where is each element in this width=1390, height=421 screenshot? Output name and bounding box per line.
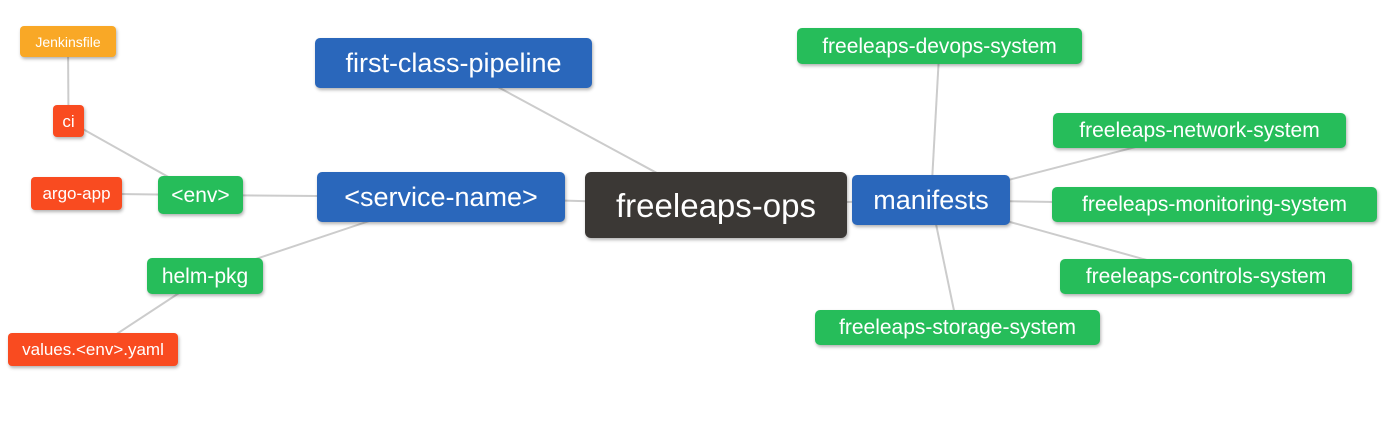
node-label: freeleaps-devops-system [822,34,1057,58]
node-label: freeleaps-monitoring-system [1082,193,1347,216]
node-service-name[interactable]: <service-name> [317,172,565,222]
node-helm-pkg[interactable]: helm-pkg [147,258,263,294]
node-label: freeleaps-ops [616,186,816,224]
node-argo-app[interactable]: argo-app [31,177,122,210]
node-freeleaps-controls-system[interactable]: freeleaps-controls-system [1060,259,1352,294]
node-label: manifests [873,184,989,215]
node-label: <service-name> [344,181,538,212]
node-label: freeleaps-storage-system [839,316,1076,339]
edge-manifests-freeleaps-devops-system [930,45,941,201]
node-freeleaps-network-system[interactable]: freeleaps-network-system [1053,113,1346,148]
node-label: helm-pkg [161,264,249,288]
node-first-class-pipeline[interactable]: first-class-pipeline [315,38,592,88]
node-values-env-yaml[interactable]: values.<env>.yaml [8,333,178,366]
node-freeleaps-ops[interactable]: freeleaps-ops [585,172,847,238]
node-freeleaps-devops-system[interactable]: freeleaps-devops-system [797,28,1082,64]
node-label: ci [62,111,75,131]
node-freeleaps-storage-system[interactable]: freeleaps-storage-system [815,310,1100,345]
node-label: first-class-pipeline [345,47,562,78]
node-jenkinsfile[interactable]: Jenkinsfile [20,26,116,57]
node-label: <env> [171,183,230,207]
node-label: Jenkinsfile [35,33,101,50]
node-manifests[interactable]: manifests [852,175,1010,225]
node-env[interactable]: <env> [158,176,243,214]
node-label: freeleaps-controls-system [1085,265,1327,288]
node-label: freeleaps-network-system [1079,119,1320,142]
node-label: argo-app [42,184,111,203]
node-ci[interactable]: ci [53,105,84,137]
node-freeleaps-monitoring-system[interactable]: freeleaps-monitoring-system [1052,187,1377,222]
node-label: values.<env>.yaml [22,340,164,359]
